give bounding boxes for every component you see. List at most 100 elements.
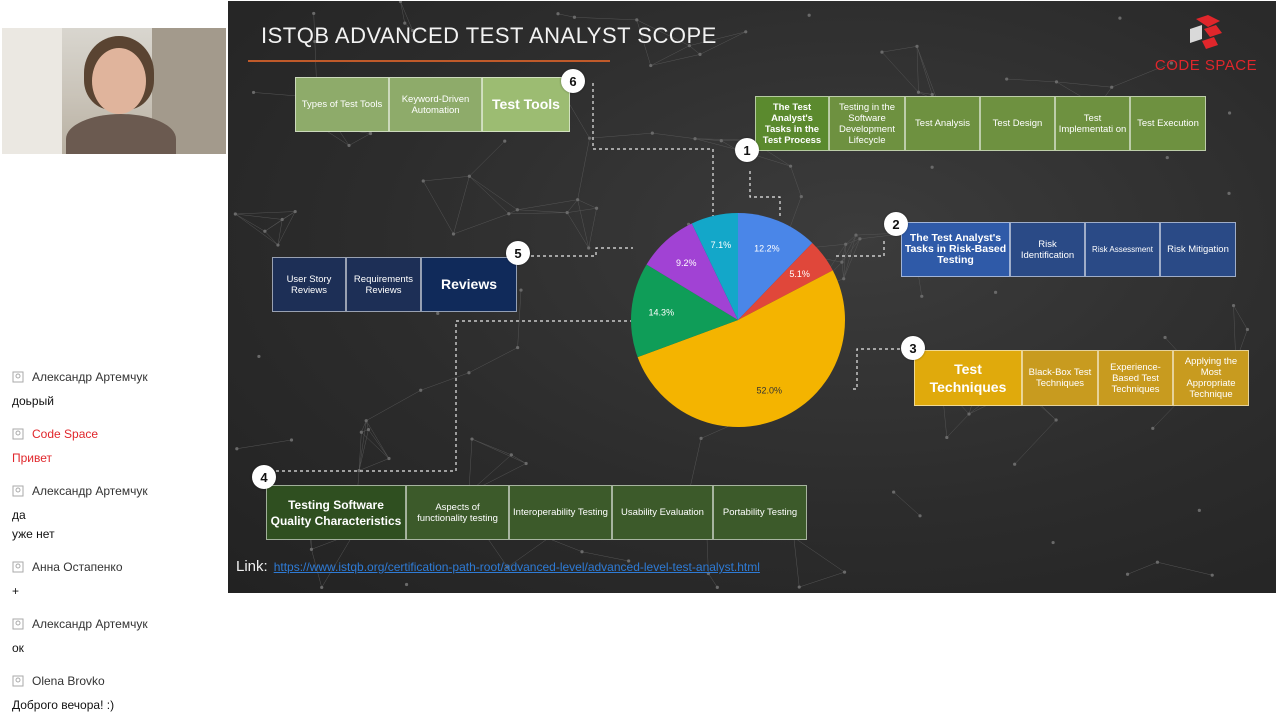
chat-author: Александр Артемчук	[32, 370, 148, 384]
network-line	[366, 390, 421, 421]
network-line	[420, 372, 470, 391]
network-dot	[312, 11, 316, 16]
chat-author-row: Александр Артемчук	[12, 370, 148, 384]
section-number-5: 5	[506, 241, 530, 265]
network-dot	[687, 44, 691, 48]
user-icon	[12, 618, 24, 630]
network-dot	[515, 208, 519, 212]
risk-based-title-box: The Test Analyst's Tasks in Risk-Based T…	[901, 222, 1010, 277]
network-line	[311, 549, 322, 588]
network-line	[277, 219, 283, 246]
network-dot	[627, 559, 631, 563]
link-row: Link: https://www.istqb.org/certificatio…	[236, 558, 760, 575]
network-line	[264, 219, 283, 232]
istqb-link[interactable]: https://www.istqb.org/certification-path…	[273, 560, 760, 574]
pie-label-3: 52.0%	[757, 385, 783, 395]
network-dot	[436, 311, 440, 315]
pie-slice-2	[738, 242, 833, 320]
network-dot	[698, 52, 702, 56]
network-line	[359, 458, 390, 471]
network-line	[650, 54, 701, 66]
chat-text: Доброго вечора! :)	[12, 698, 115, 712]
network-line	[1233, 305, 1248, 330]
network-line	[508, 212, 568, 215]
test-design-box: Test Design	[980, 96, 1055, 151]
network-dot	[565, 211, 569, 215]
chat-author: Александр Артемчук	[32, 484, 148, 498]
network-line	[843, 235, 857, 279]
network-line	[841, 262, 844, 279]
pie-slice-6	[691, 213, 738, 320]
network-line	[511, 454, 527, 464]
network-dot	[451, 232, 456, 236]
network-dot	[1005, 77, 1009, 81]
network-dot	[359, 430, 363, 434]
connector-quality	[276, 320, 633, 472]
most-appropriate-technique-box: Applying the Most Appropriate Technique	[1173, 350, 1249, 406]
network-dot	[1163, 335, 1167, 340]
network-dot	[1125, 572, 1130, 576]
network-dot	[1054, 418, 1058, 422]
sdlc-box: Testing in the Software Development Life…	[829, 96, 905, 151]
network-line	[699, 31, 746, 55]
portability-testing-box: Portability Testing	[713, 485, 807, 540]
test-execution-box: Test Execution	[1130, 96, 1206, 151]
network-dot	[1227, 111, 1232, 115]
network-line	[469, 176, 509, 214]
network-dot	[366, 427, 371, 432]
network-line	[557, 13, 575, 18]
network-dot	[842, 277, 846, 281]
section-number-2: 2	[884, 212, 908, 236]
network-dot	[1227, 191, 1231, 195]
pie-label-5: 9.2%	[676, 258, 697, 268]
network-dot	[519, 288, 523, 292]
network-line	[453, 176, 470, 235]
network-line	[843, 244, 846, 279]
network-dot	[556, 12, 560, 16]
network-dot	[916, 90, 921, 94]
network-line	[423, 180, 454, 235]
network-line	[235, 211, 296, 215]
network-line	[916, 46, 938, 101]
webcam-background	[2, 28, 62, 154]
network-line	[468, 347, 518, 373]
chat-author-row: Olena Brovko	[12, 674, 114, 688]
chat-message: Александр Артемчук ок	[12, 617, 148, 658]
network-dot	[587, 136, 592, 140]
network-line	[790, 166, 802, 197]
network-line	[721, 140, 737, 150]
network-dot	[719, 139, 723, 143]
network-dot	[799, 194, 803, 199]
network-line	[881, 51, 919, 93]
chat-message: Александр Артемчук да уже нет	[12, 484, 148, 544]
chat-message: Olena Brovko Доброго вечора! :)	[12, 674, 114, 715]
connector-tools	[592, 83, 714, 216]
code-space-logo: CODE SPACE	[1146, 15, 1266, 77]
network-line	[893, 491, 921, 516]
network-line	[841, 234, 857, 263]
network-dot	[892, 490, 896, 494]
risk-identification-box: Risk Identification	[1010, 222, 1085, 277]
network-dot	[1210, 573, 1214, 577]
network-dot	[693, 137, 697, 141]
network-line	[468, 439, 473, 493]
network-dot	[467, 174, 471, 178]
risk-assessment-box: Risk Assessment	[1085, 222, 1160, 277]
pie-slice-5	[646, 223, 738, 320]
network-line	[471, 438, 512, 456]
section-number-6: 6	[561, 69, 585, 93]
network-dot	[993, 290, 998, 294]
network-line	[400, 1, 406, 24]
network-line	[1006, 78, 1057, 83]
chat-author-row: Code Space	[12, 427, 98, 441]
chat-text: Привет	[12, 451, 53, 465]
pie-label-2: 5.1%	[789, 269, 810, 279]
network-dot	[587, 246, 591, 250]
network-line	[577, 199, 597, 209]
network-line	[946, 413, 970, 438]
network-dot	[398, 1, 403, 4]
section-number-4: 4	[252, 465, 276, 489]
network-dot	[930, 165, 934, 169]
network-line	[652, 132, 696, 139]
network-dot	[293, 209, 297, 214]
